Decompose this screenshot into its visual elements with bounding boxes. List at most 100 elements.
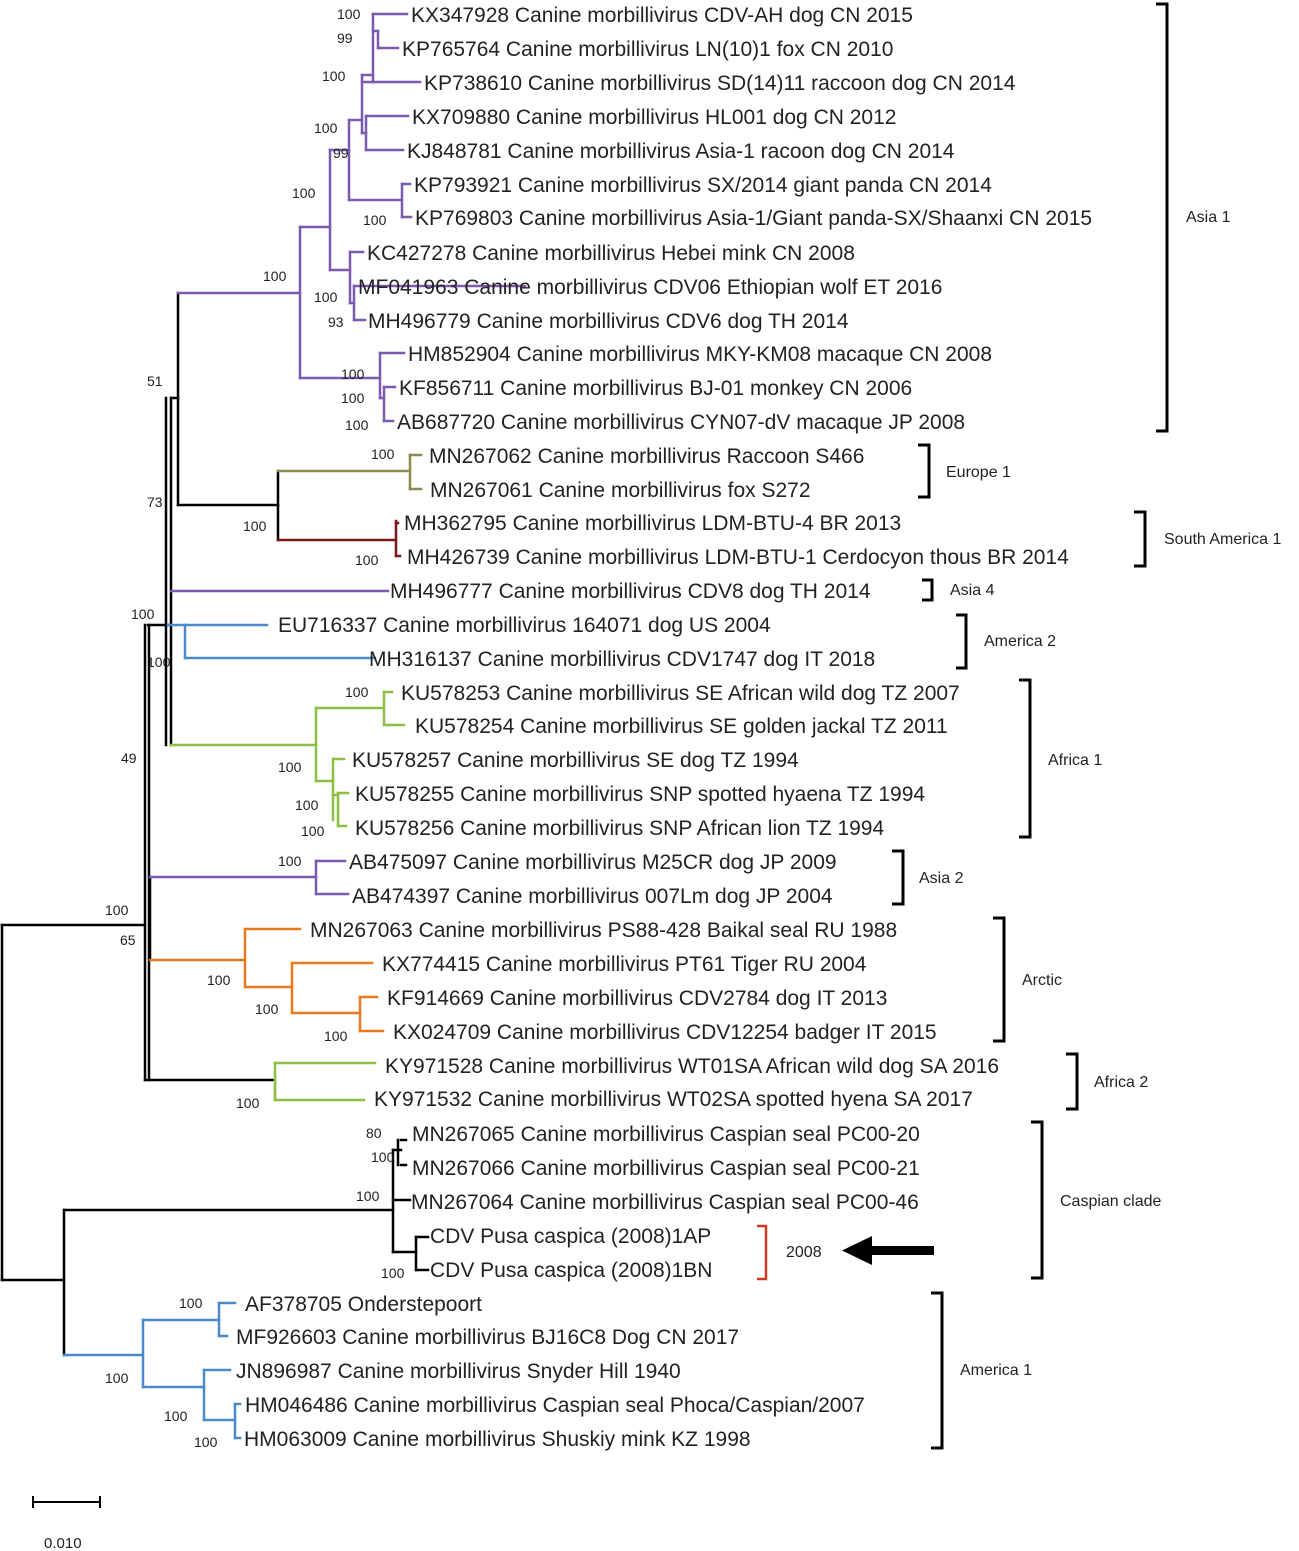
europe1-branches: [276, 453, 423, 491]
clade-label-africa2: Africa 2: [1094, 1074, 1148, 1091]
clade-label-asia2: Asia 2: [919, 870, 964, 887]
leaf-label: MH496777 Canine morbillivirus CDV8 dog T…: [390, 580, 871, 603]
bracket-asia1: [1156, 2, 1169, 433]
bootstrap-value: 80: [366, 1125, 382, 1141]
clade-label-asia1: Asia 1: [1186, 209, 1231, 226]
bootstrap-value: 100: [147, 654, 171, 670]
leaf-label: KX709880 Canine morbillivirus HL001 dog …: [412, 106, 896, 129]
clade-label-america2: America 2: [984, 633, 1056, 650]
bootstrap-value: 100: [322, 68, 346, 84]
leaf-label: MH426739 Canine morbillivirus LDM-BTU-1 …: [407, 546, 1069, 569]
clade-label-south-america1: South America 1: [1164, 531, 1282, 548]
leaf-label: KX774415 Canine morbillivirus PT61 Tiger…: [382, 953, 867, 976]
leaf-label: HM852904 Canine morbillivirus MKY-KM08 m…: [408, 343, 992, 366]
bootstrap-value: 100: [243, 518, 267, 534]
leaf-label: MH362795 Canine morbillivirus LDM-BTU-4 …: [404, 512, 901, 535]
clade-label-asia4: Asia 4: [950, 582, 995, 599]
leaf-label: KU578257 Canine morbillivirus SE dog TZ …: [352, 749, 799, 772]
bracket-asia2: [892, 849, 905, 906]
asia1-branches: [148, 12, 527, 896]
bracket-arctic: [993, 916, 1006, 1043]
leaf-label: KX024709 Canine morbillivirus CDV12254 b…: [393, 1021, 937, 1044]
leaf-label: KP793921 Canine morbillivirus SX/2014 gi…: [414, 174, 992, 197]
clade-labels: Asia 1 Europe 1 South America 1 Asia 4 A…: [786, 209, 1282, 1379]
leaf-label: HM063009 Canine morbillivirus Shuskiy mi…: [244, 1428, 751, 1451]
leaf-label: MN267066 Canine morbillivirus Caspian se…: [412, 1157, 920, 1180]
bootstrap-value: 100: [381, 1265, 405, 1281]
bracket-africa2: [1066, 1052, 1079, 1111]
leaf-label: MN267061 Canine morbillivirus fox S272: [430, 479, 811, 502]
leaf-label: KU578254 Canine morbillivirus SE golden …: [415, 715, 948, 738]
bootstrap-value: 100: [131, 606, 155, 622]
bootstrap-value: 100: [105, 1370, 129, 1386]
backbone-branches: [0, 291, 430, 1357]
clade-label-2008: 2008: [786, 1244, 822, 1261]
blue-branches: [62, 623, 377, 1440]
bootstrap-value: 100: [292, 185, 316, 201]
bootstrap-value: 100: [236, 1095, 260, 1111]
bootstrap-value: 49: [121, 750, 137, 766]
leaf-label: CDV Pusa caspica (2008)1BN: [430, 1259, 712, 1282]
leaf-label: KU578256 Canine morbillivirus SNP Africa…: [355, 817, 884, 840]
bootstrap-value: 100: [207, 972, 231, 988]
bootstrap-value: 100: [341, 390, 365, 406]
bootstrap-value: 100: [194, 1434, 218, 1450]
clade-label-america1: America 1: [960, 1362, 1032, 1379]
bootstrap-value: 99: [337, 30, 353, 46]
leaf-label: EU716337 Canine morbillivirus 164071 dog…: [278, 614, 771, 637]
leaf-label: KP769803 Canine morbillivirus Asia-1/Gia…: [415, 207, 1092, 230]
bootstrap-value: 100: [345, 684, 369, 700]
bootstrap-value: 100: [164, 1408, 188, 1424]
leaf-label: HM046486 Canine morbillivirus Caspian se…: [245, 1394, 865, 1417]
bracket-america2: [956, 613, 968, 670]
bootstrap-value: 65: [120, 932, 136, 948]
leaf-label: MH496779 Canine morbillivirus CDV6 dog T…: [368, 310, 849, 333]
leaf-label: KF914669 Canine morbillivirus CDV2784 do…: [387, 987, 887, 1010]
bracket-america1: [931, 1291, 944, 1450]
bootstrap-value: 100: [371, 446, 395, 462]
bracket-caspian: [1031, 1120, 1044, 1280]
bootstrap-value: 100: [355, 552, 379, 568]
clade-label-africa1: Africa 1: [1048, 752, 1102, 769]
bootstrap-value: 100: [371, 1149, 395, 1165]
bootstrap-value: 100: [345, 417, 369, 433]
bootstrap-value: 99: [333, 145, 349, 161]
leaf-label-mf041963: MF041963 Canine morbillivirus CDV06 Ethi…: [358, 276, 942, 299]
arctic-branches: [148, 927, 385, 1033]
arrow-left-icon: [842, 1236, 934, 1265]
clade-label-caspian: Caspian clade: [1060, 1193, 1162, 1210]
bracket-africa1: [1019, 678, 1032, 839]
bootstrap-value: 100: [263, 268, 287, 284]
bootstrap-value: 100: [295, 797, 319, 813]
bootstrap-value: 100: [363, 212, 387, 228]
scale-bar: 0.010: [32, 1496, 101, 1551]
bracket-2008: [757, 1224, 768, 1281]
bracket-europe1: [918, 443, 931, 499]
bootstrap-value: 51: [147, 373, 163, 389]
leaf-label: MN267062 Canine morbillivirus Raccoon S4…: [429, 445, 864, 468]
leaf-label: CDV Pusa caspica (2008)1AP: [430, 1225, 711, 1248]
leaf-label: JN896987 Canine morbillivirus Snyder Hil…: [236, 1360, 681, 1383]
leaf-label: AF378705 Onderstepoort: [245, 1293, 482, 1316]
bootstrap-value: 100: [105, 902, 129, 918]
leaf-label: MN267065 Canine morbillivirus Caspian se…: [412, 1123, 920, 1146]
leaf-label: MH316137 Canine morbillivirus CDV1747 do…: [369, 648, 875, 671]
leaf-label: KU578255 Canine morbillivirus SNP spotte…: [355, 783, 925, 806]
leaf-label: KX347928 Canine morbillivirus CDV-AH dog…: [411, 4, 913, 27]
south-america1-branches: [276, 519, 402, 558]
leaf-label: KU578253 Canine morbillivirus SE African…: [401, 682, 960, 705]
bracket-asia4: [922, 578, 934, 602]
leaf-label: KP765764 Canine morbillivirus LN(10)1 fo…: [402, 38, 893, 61]
leaf-label: KY971532 Canine morbillivirus WT02SA spo…: [374, 1088, 973, 1111]
leaf-label: KY971528 Canine morbillivirus WT01SA Afr…: [385, 1055, 999, 1078]
leaf-label: MN267063 Canine morbillivirus PS88-428 B…: [310, 919, 897, 942]
bootstrap-value: 73: [147, 494, 163, 510]
clade-label-arctic: Arctic: [1022, 972, 1062, 989]
bracket-south-america1: [1134, 510, 1147, 568]
bootstrap-value: 100: [324, 1028, 348, 1044]
bootstrap-value: 100: [314, 120, 338, 136]
leaf-label: KF856711 Canine morbillivirus BJ-01 monk…: [399, 377, 912, 400]
leaf-label: AB474397 Canine morbillivirus 007Lm dog …: [352, 885, 833, 908]
leaf-label: KC427278 Canine morbillivirus Hebei mink…: [367, 242, 855, 265]
leaf-label: MN267064 Canine morbillivirus Caspian se…: [411, 1191, 919, 1214]
